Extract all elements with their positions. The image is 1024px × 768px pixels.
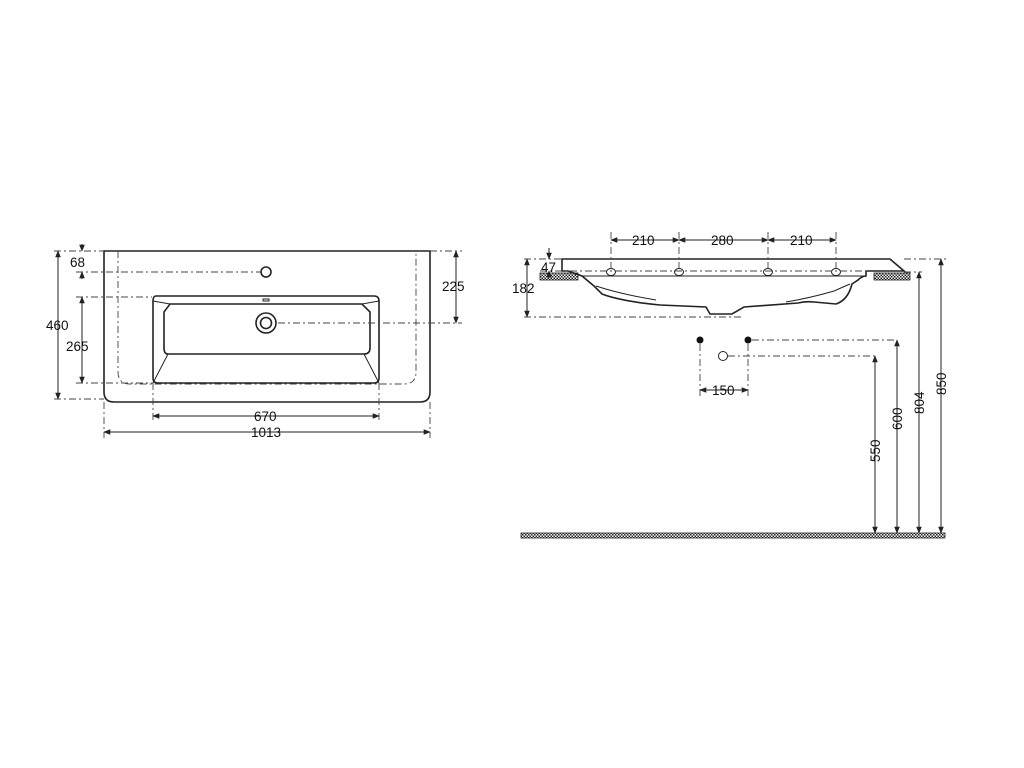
basin-outline — [103, 250, 431, 403]
dim-1013-label: 1013 — [251, 425, 281, 440]
dim-460-label: 460 — [46, 318, 69, 333]
dim-47-label: 47 — [541, 260, 556, 275]
dim-265-label: 265 — [66, 339, 89, 354]
basin-inner-rim — [117, 251, 417, 385]
tap-hole-2 — [674, 268, 684, 276]
tap-hole-3 — [763, 268, 773, 276]
drain-inner — [259, 316, 273, 330]
tap-hole-4 — [831, 268, 841, 276]
supply-point-left — [696, 336, 704, 344]
dim-804-label: 804 — [912, 391, 927, 414]
dim-225-label: 225 — [442, 279, 465, 294]
wall-hatch-left — [539, 272, 579, 281]
dim-210-left-label: 210 — [632, 233, 655, 248]
tap-hole-1 — [606, 268, 616, 276]
basin-side-profile — [561, 258, 907, 315]
dim-210-right-label: 210 — [790, 233, 813, 248]
top-view: 68 460 265 225 670 1013 — [46, 244, 465, 440]
dim-600-label: 600 — [890, 407, 905, 430]
dim-550-label: 550 — [868, 439, 883, 462]
dim-68-label: 68 — [70, 255, 85, 270]
side-view: 210 280 210 47 182 150 550 — [512, 232, 949, 539]
dim-280-label: 280 — [711, 233, 734, 248]
dim-182-label: 182 — [512, 281, 535, 296]
wall-hatch-right — [873, 272, 911, 281]
dim-670-label: 670 — [254, 409, 277, 424]
dim-150-label: 150 — [712, 383, 735, 398]
bowl-outer — [152, 295, 380, 384]
waste-point — [718, 351, 728, 361]
floor-hatch — [520, 532, 946, 539]
overflow-mark — [262, 298, 270, 302]
supply-point-right — [744, 336, 752, 344]
drain-outer — [255, 312, 277, 334]
dim-850-label: 850 — [934, 372, 949, 395]
tap-hole — [260, 266, 272, 278]
